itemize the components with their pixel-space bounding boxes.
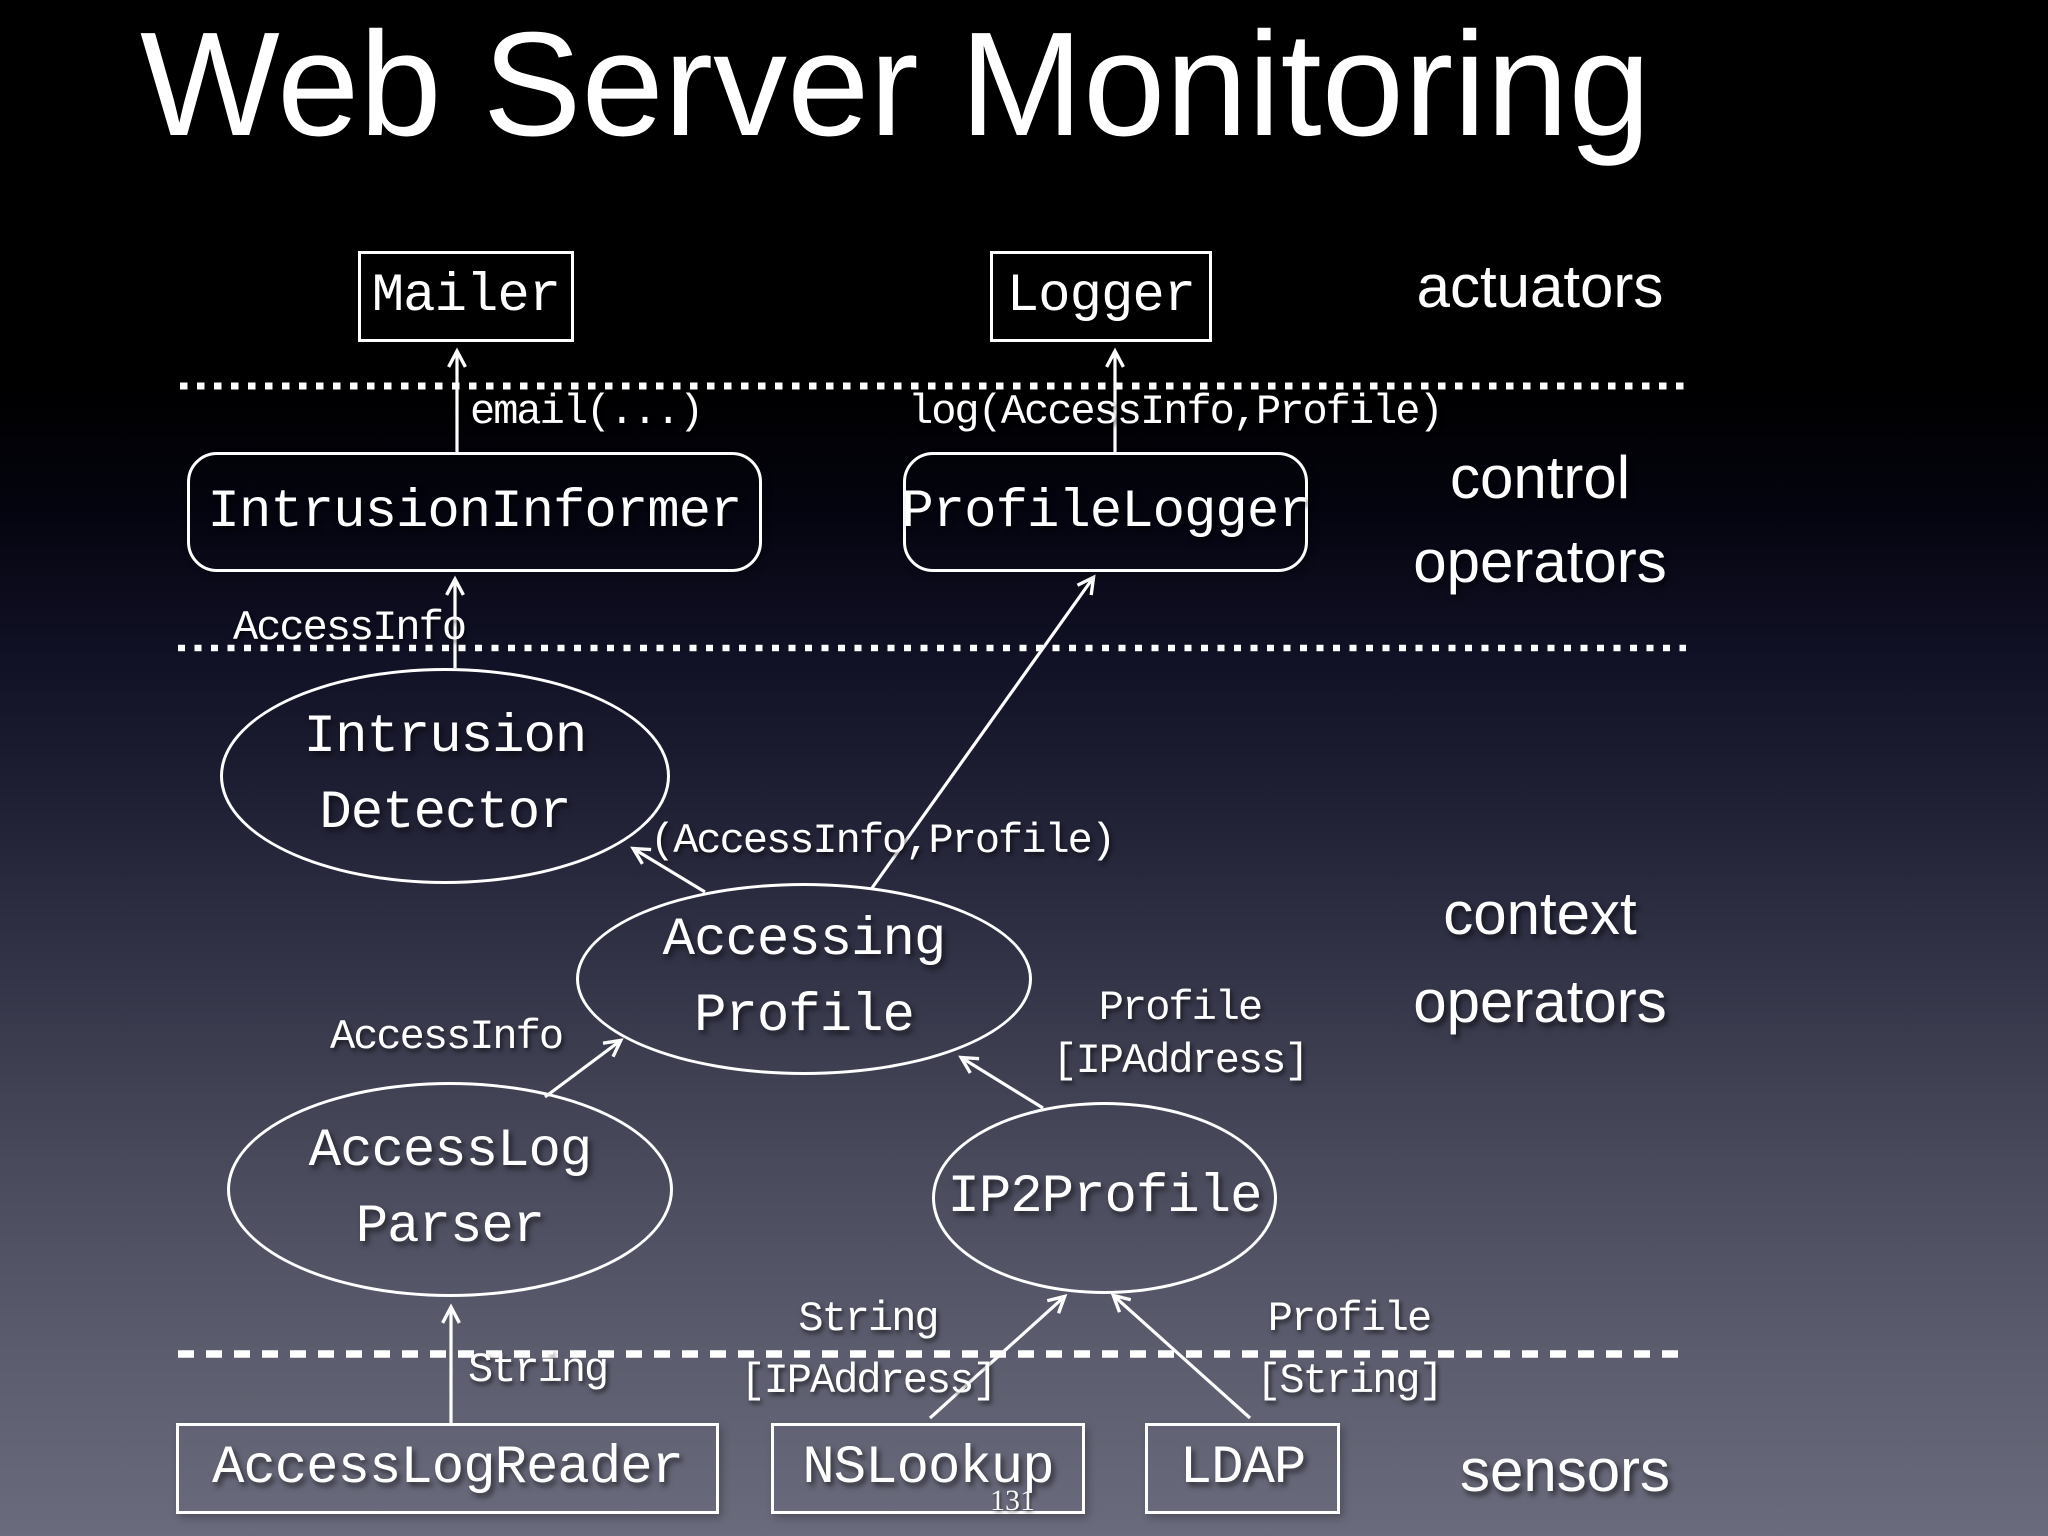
node-profile-logger: ProfileLogger: [901, 452, 1311, 572]
page-number: 131: [990, 1484, 1035, 1517]
edge-label-log: log(AccessInfo,Profile): [908, 388, 1444, 436]
node-accesslog-parser-line1: AccessLog: [308, 1120, 593, 1182]
node-intrusion-informer: IntrusionInformer: [187, 452, 762, 572]
layer-label-control-line2: operators: [1413, 528, 1667, 595]
layer-label-context-line2: operators: [1413, 968, 1667, 1035]
edge-label-string-left: String: [468, 1346, 609, 1394]
layer-label-context-operators: context operators: [1380, 870, 1700, 1046]
node-intrusion-detector-line2: Detector: [319, 783, 571, 844]
node-intrusion-detector-line1: Intrusion: [303, 707, 588, 769]
node-ldap-label: LDAP: [1179, 1438, 1307, 1499]
node-logger: Logger: [990, 251, 1212, 342]
edge-label-accessinfo-to-informer: AccessInfo: [233, 604, 467, 652]
arrow-ldap-to-ip2profile: [1110, 1292, 1252, 1420]
edge-label-string-ipaddress-line2: [IPAddress]: [740, 1357, 997, 1405]
node-ldap: LDAP: [1145, 1423, 1340, 1514]
node-accesslog-parser: AccessLog Parser: [227, 1082, 673, 1297]
node-intrusion-detector: Intrusion Detector: [220, 668, 670, 884]
slide-title: Web Server Monitoring: [140, 2, 1651, 167]
edge-label-string-ipaddress-line1: String: [798, 1295, 939, 1343]
layer-label-sensors: sensors: [1459, 1437, 1671, 1504]
node-accessing-profile: Accessing Profile: [576, 883, 1032, 1075]
arrow-ip2profile-to-accessingprofile: [958, 1055, 1044, 1110]
layer-label-control-line1: control: [1449, 444, 1631, 511]
node-nslookup: NSLookup: [771, 1423, 1085, 1514]
arrow-accesslogparser-to-accessingprofile: [544, 1038, 624, 1099]
edge-label-profile-ipaddress: Profile [IPAddress]: [1030, 982, 1330, 1088]
edge-label-profile-string-line2: [String]: [1256, 1357, 1444, 1405]
node-nslookup-label: NSLookup: [802, 1438, 1054, 1499]
edge-label-accessinfo-profile: (AccessInfo,Profile): [650, 817, 1116, 865]
node-mailer: Mailer: [358, 251, 574, 342]
node-intrusion-informer-label: IntrusionInformer: [207, 481, 743, 543]
layer-label-context-line1: context: [1443, 880, 1637, 947]
edge-label-string-ipaddress: String [IPAddress]: [722, 1288, 1014, 1412]
edge-label-accessinfo-to-profile: AccessInfo: [330, 1013, 564, 1061]
node-access-log-reader: AccessLogReader: [176, 1423, 719, 1514]
edge-label-profile-string: Profile [String]: [1247, 1288, 1451, 1412]
edge-label-profile-ipaddress-line1: Profile: [1098, 984, 1263, 1032]
arrow-accessingprofile-to-intrusiondetector: [630, 846, 706, 894]
edge-label-email: email(...): [470, 388, 704, 436]
node-logger-label: Logger: [1006, 266, 1196, 327]
node-accesslog-parser-line2: Parser: [355, 1196, 545, 1258]
edge-label-profile-string-line1: Profile: [1267, 1295, 1432, 1343]
arrow-nslookup-to-ip2profile: [928, 1293, 1068, 1420]
node-profile-logger-label: ProfileLogger: [901, 481, 1310, 543]
layer-label-actuators: actuators: [1416, 253, 1664, 320]
node-ip2profile: IP2Profile: [932, 1102, 1277, 1294]
edge-label-profile-ipaddress-line2: [IPAddress]: [1052, 1037, 1309, 1085]
arrow-accessingprofile-to-profilelogger: [870, 574, 1096, 889]
node-mailer-label: Mailer: [371, 266, 561, 327]
node-accessing-profile-line2: Profile: [694, 986, 915, 1047]
layer-label-control-operators: control operators: [1380, 436, 1700, 604]
node-ip2profile-label: IP2Profile: [947, 1167, 1262, 1229]
node-access-log-reader-label: AccessLogReader: [211, 1438, 684, 1499]
node-accessing-profile-line1: Accessing: [662, 910, 947, 972]
